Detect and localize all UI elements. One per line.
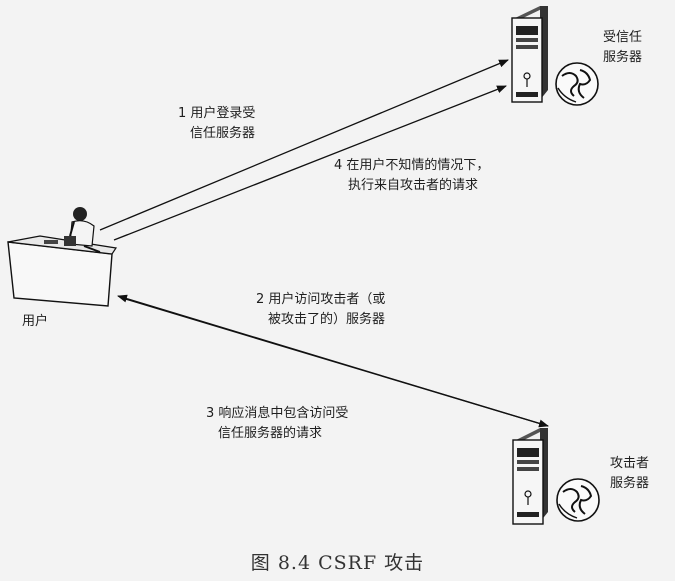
step-2-label: 2 用户访问攻击者（或 被攻击了的）服务器	[256, 290, 385, 330]
step-3-line1: 3 响应消息中包含访问受	[206, 406, 349, 421]
trusted-server-label: 受信任 服务器	[603, 28, 642, 68]
user-at-desk-icon	[7, 207, 118, 307]
step-4-line1: 4 在用户不知情的情况下，	[334, 158, 490, 173]
trusted-server-label-line2: 服务器	[603, 50, 643, 65]
step-4-line2: 执行来自攻击者的请求	[348, 178, 479, 193]
step-4-label: 4 在用户不知情的情况下， 执行来自攻击者的请求	[334, 156, 489, 196]
trusted-server-icon	[511, 6, 599, 106]
step-1-label: 1 用户登录受 信任服务器	[178, 104, 255, 144]
step-2-line2: 被攻击了的）服务器	[268, 312, 386, 327]
step-1-line1: 1 用户登录受	[178, 106, 256, 121]
trusted-server-label-line1: 受信任	[603, 30, 643, 45]
user-label: 用户	[22, 314, 49, 329]
arrow-3-response	[117, 294, 549, 427]
step-1-line2: 信任服务器	[190, 126, 256, 141]
arrow-4-execute-request	[113, 85, 507, 241]
step-3-label: 3 响应消息中包含访问受 信任服务器的请求	[206, 404, 348, 444]
figure-caption: 图 8.4 CSRF 攻击	[250, 552, 425, 574]
attacker-server-label: 攻击者 服务器	[610, 454, 649, 494]
arrow-1-login-trusted	[99, 59, 509, 231]
attacker-server-icon	[512, 428, 600, 525]
step-2-line1: 2 用户访问攻击者（或	[256, 292, 386, 307]
attacker-server-label-line1: 攻击者	[610, 456, 650, 471]
step-3-line2: 信任服务器的请求	[218, 426, 323, 441]
attacker-server-label-line2: 服务器	[610, 476, 650, 491]
